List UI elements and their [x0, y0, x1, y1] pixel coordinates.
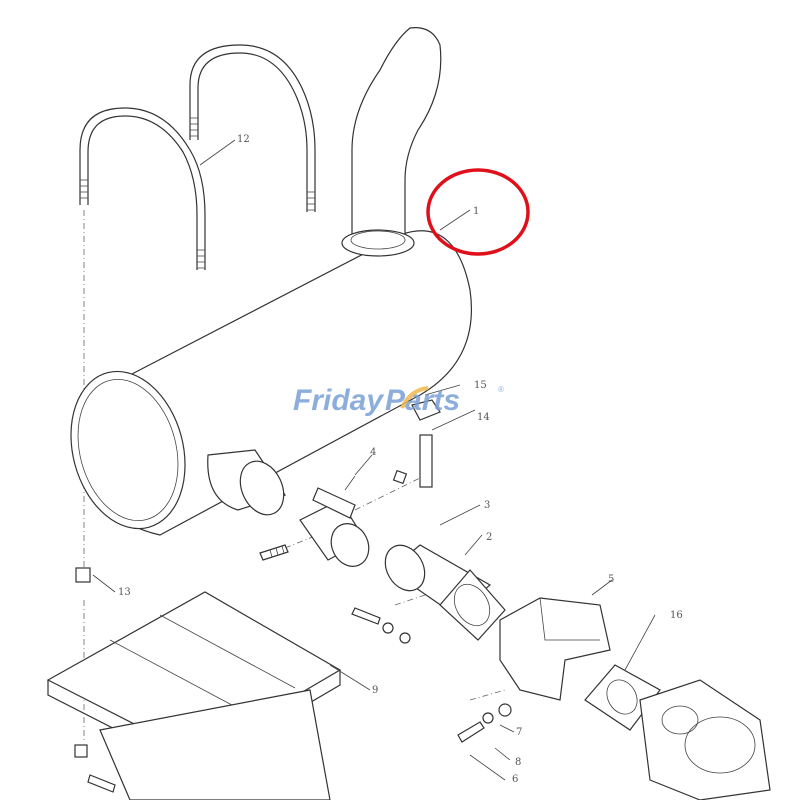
callout-8: 8 [515, 757, 521, 768]
callout-1: 1 [473, 206, 479, 217]
exhaust-stack [341, 27, 442, 257]
watermark-logo: FridayParts ® [293, 384, 504, 417]
watermark-part1: Friday [293, 384, 384, 417]
watermark-swoosh [400, 386, 429, 409]
callout-12: 12 [237, 134, 250, 145]
callout-4: 4 [370, 447, 376, 458]
callout-5: 5 [608, 574, 614, 585]
lower-fasteners [74, 567, 512, 793]
callout-9: 9 [372, 685, 378, 696]
drain-stud [411, 399, 441, 488]
bolt-clamp [259, 469, 408, 561]
outlet-pipe [207, 449, 286, 516]
clamp [299, 487, 370, 567]
svg-text:FridayParts: FridayParts [293, 384, 460, 417]
callout-2: 2 [486, 532, 492, 543]
callout-3: 3 [484, 500, 490, 511]
turbocharger [639, 679, 771, 801]
callout-6: 6 [512, 774, 518, 785]
callout-7: 7 [516, 727, 522, 738]
flange-pipe [384, 544, 506, 641]
callout-13: 13 [118, 587, 131, 598]
bracket [499, 597, 611, 701]
callout-16: 16 [670, 610, 683, 621]
muffler-body [70, 230, 472, 536]
callout-14: 14 [477, 412, 490, 423]
callout-15: 15 [474, 380, 487, 391]
u-bolt-front [79, 107, 206, 270]
watermark-mark: ® [498, 385, 504, 394]
highlight-circle [426, 168, 530, 256]
u-bolt-rear [189, 44, 316, 212]
